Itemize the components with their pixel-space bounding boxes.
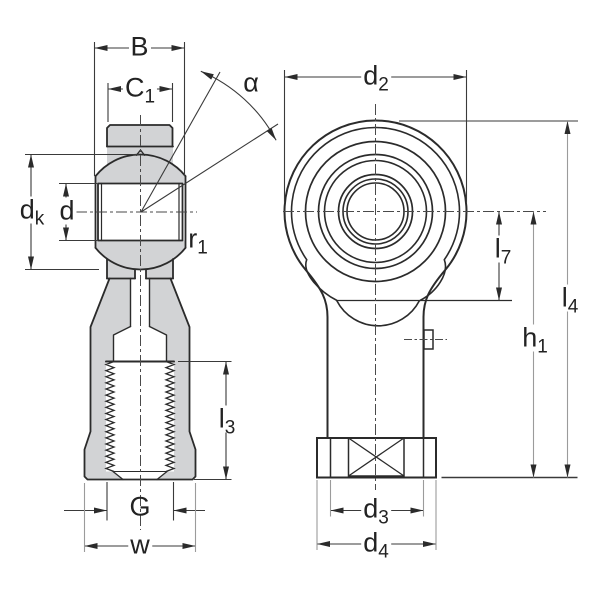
dim-label-B: B xyxy=(128,31,151,62)
dim-label-d4: d4 xyxy=(361,527,391,563)
hex-base xyxy=(316,437,437,479)
dim-label-alpha: α xyxy=(243,67,259,98)
dim-label-w: w xyxy=(128,529,152,560)
dim-label-d: d xyxy=(57,195,77,226)
dim-label-dk: dk xyxy=(17,194,47,230)
dim-label-r1: r1 xyxy=(188,223,208,259)
dim-label-l3: l3 xyxy=(216,403,238,439)
dim-label-l4: l4 xyxy=(559,282,581,318)
arrowheads xyxy=(28,45,571,549)
dim-label-G: G xyxy=(129,491,151,522)
centerlines-right xyxy=(283,104,546,490)
dim-label-d2: d2 xyxy=(361,60,391,96)
centerlines-left xyxy=(76,115,197,530)
dim-label-C1: C1 xyxy=(122,72,158,108)
dim-label-l7: l7 xyxy=(492,233,514,269)
section-view xyxy=(76,115,197,530)
dim-label-h1: h1 xyxy=(520,322,550,358)
thread-zigzag xyxy=(104,360,176,473)
dimension-lines xyxy=(25,42,578,552)
front-view xyxy=(283,104,546,490)
dim-label-d3: d3 xyxy=(361,493,391,529)
